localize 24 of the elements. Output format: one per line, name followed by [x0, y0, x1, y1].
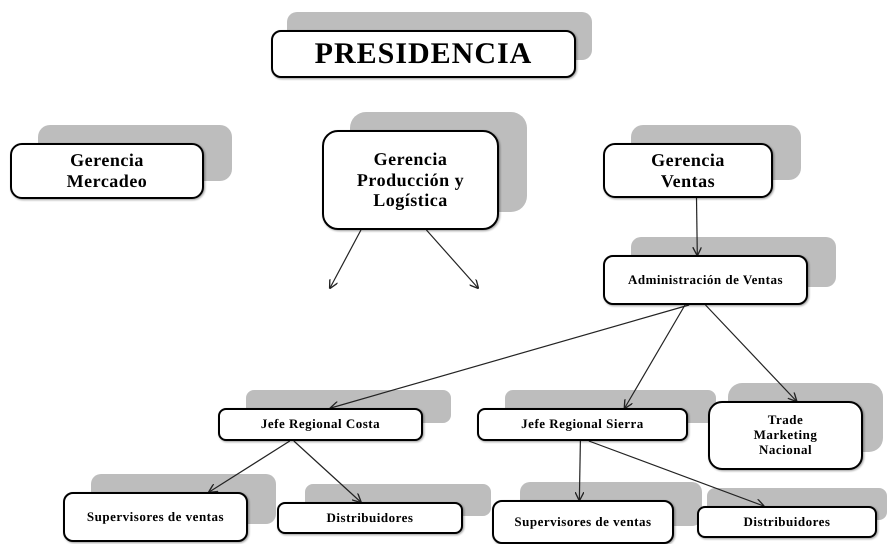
- org-title: Gerencia Mercadeo: [66, 150, 148, 192]
- org-box: [218, 408, 423, 441]
- org-title: Jefe Regional Sierra: [521, 417, 644, 432]
- org-box: [322, 130, 499, 230]
- org-title: Administración de Ventas: [628, 272, 784, 288]
- org-box: [10, 143, 204, 199]
- org-title: Supervisores de ventas: [514, 514, 652, 530]
- org-title: Jefe Regional Costa: [260, 417, 380, 432]
- org-title: Distribuidores: [744, 514, 830, 530]
- org-title: Gerencia Ventas: [650, 150, 726, 192]
- org-title: Supervisores de ventas: [86, 510, 224, 524]
- org-title: Distribuidores: [326, 510, 414, 526]
- org-box: [477, 408, 688, 441]
- org-title: PRESIDENCIA: [314, 36, 532, 72]
- org-box: [697, 506, 877, 538]
- org-box: [277, 502, 463, 534]
- org-box: [492, 500, 674, 544]
- org-box: [603, 143, 773, 198]
- org-title: Trade Marketing Nacional: [752, 413, 818, 458]
- org-box: [271, 30, 576, 78]
- org-box: [63, 492, 248, 542]
- org-box: [603, 255, 808, 305]
- org-box: [708, 401, 863, 470]
- org-title: Gerencia Producción y Logística: [356, 148, 466, 212]
